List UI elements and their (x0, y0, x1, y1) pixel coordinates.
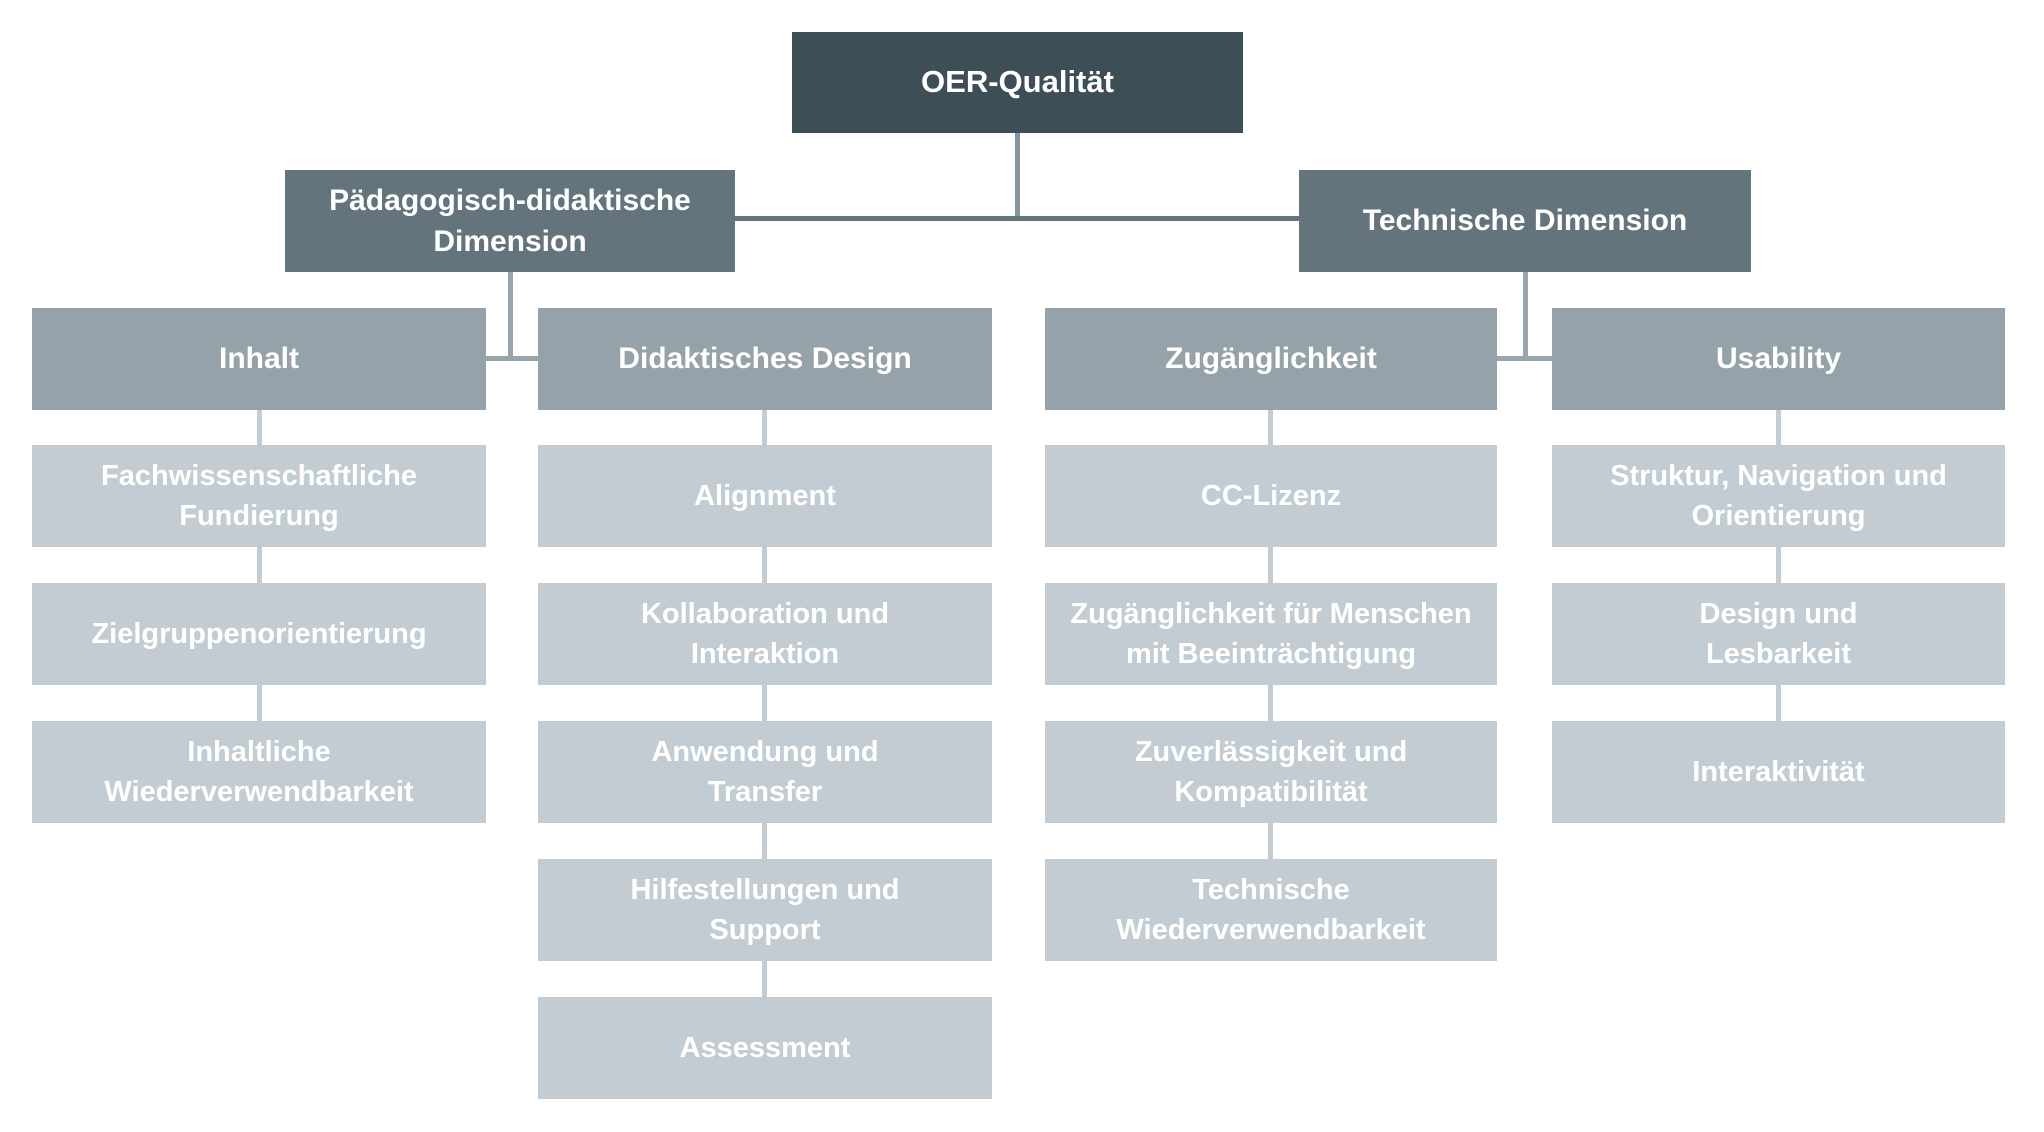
node-label: Zugänglichkeit (1165, 342, 1377, 376)
node-label: Kollaboration und Interaktion (640, 597, 890, 670)
node-item-kollaboration-und-interaktion: Kollaboration und Interaktion (538, 583, 992, 685)
node-label: Alignment (694, 479, 836, 512)
node-item-fachwissenschaftliche-fundierung: Fachwissenschaftliche Fundierung (32, 445, 486, 547)
node-label: Assessment (679, 1031, 851, 1064)
node-root-label: OER-Qualität (921, 64, 1114, 100)
node-item-technische-wiederverwendbarkeit: Technische Wiederverwendbarkeit (1045, 859, 1497, 961)
node-category-usability: Usability (1552, 308, 2005, 410)
node-label: Zielgruppenorientierung (91, 617, 427, 650)
node-dimension-technisch: Technische Dimension (1299, 170, 1751, 272)
node-item-alignment: Alignment (538, 445, 992, 547)
node-item-zuverlaessigkeit-und-kompatibilitaet: Zuverlässigkeit und Kompatibilität (1045, 721, 1497, 823)
node-category-zugaenglichkeit: Zugänglichkeit (1045, 308, 1497, 410)
connector-dimensions-horizontal (735, 216, 1299, 221)
node-root: OER-Qualität (792, 32, 1243, 133)
node-item-cc-lizenz: CC-Lizenz (1045, 445, 1497, 547)
node-item-zugaenglichkeit-fuer-menschen: Zugänglichkeit für Menschen mit Beeinträ… (1045, 583, 1497, 685)
connector-root-vertical (1015, 133, 1020, 221)
node-label: Struktur, Navigation und Orientierung (1610, 459, 1947, 532)
node-label: Usability (1715, 342, 1842, 376)
node-item-struktur-navigation-orientierung: Struktur, Navigation und Orientierung (1552, 445, 2005, 547)
node-label: Anwendung und Transfer (651, 735, 879, 808)
node-label: CC-Lizenz (1200, 479, 1342, 512)
node-item-inhaltliche-wiederverwendbarkeit: Inhaltliche Wiederverwendbarkeit (32, 721, 486, 823)
node-label: Fachwissenschaftliche Fundierung (101, 459, 417, 532)
node-item-zielgruppenorientierung: Zielgruppenorientierung (32, 583, 486, 685)
node-item-hilfestellungen-und-support: Hilfestellungen und Support (538, 859, 992, 961)
connector-paedagogisch-vertical (508, 272, 513, 359)
node-label: Interaktivität (1692, 755, 1865, 788)
node-label: Zuverlässigkeit und Kompatibilität (1134, 735, 1408, 808)
node-label: Didaktisches Design (618, 342, 912, 376)
node-item-design-und-lesbarkeit: Design und Lesbarkeit (1552, 583, 2005, 685)
node-item-interaktivitaet: Interaktivität (1552, 721, 2005, 823)
node-category-inhalt: Inhalt (32, 308, 486, 410)
connector-technische-vertical (1523, 272, 1528, 359)
node-label: Pädagogisch-didaktische Dimension (329, 183, 691, 258)
connector-column-inhalt (257, 410, 262, 721)
node-label: Hilfestellungen und Support (630, 873, 900, 946)
node-label: Technische Dimension (1362, 204, 1688, 238)
node-category-didaktisches-design: Didaktisches Design (538, 308, 992, 410)
node-label: Inhaltliche Wiederverwendbarkeit (104, 735, 414, 808)
node-label: Zugänglichkeit für Menschen mit Beeinträ… (1070, 597, 1472, 670)
node-label: Inhalt (219, 342, 299, 376)
connector-column-usability (1776, 410, 1781, 721)
connector-technische-horizontal (1497, 356, 1552, 361)
connector-column-didaktisches-design (762, 410, 767, 997)
node-item-assessment: Assessment (538, 997, 992, 1099)
node-dimension-paedagogisch: Pädagogisch-didaktische Dimension (285, 170, 735, 272)
node-label: Technische Wiederverwendbarkeit (1116, 873, 1426, 946)
node-label: Design und Lesbarkeit (1699, 597, 1858, 670)
connector-paedagogisch-horizontal (486, 356, 538, 361)
node-item-anwendung-und-transfer: Anwendung und Transfer (538, 721, 992, 823)
